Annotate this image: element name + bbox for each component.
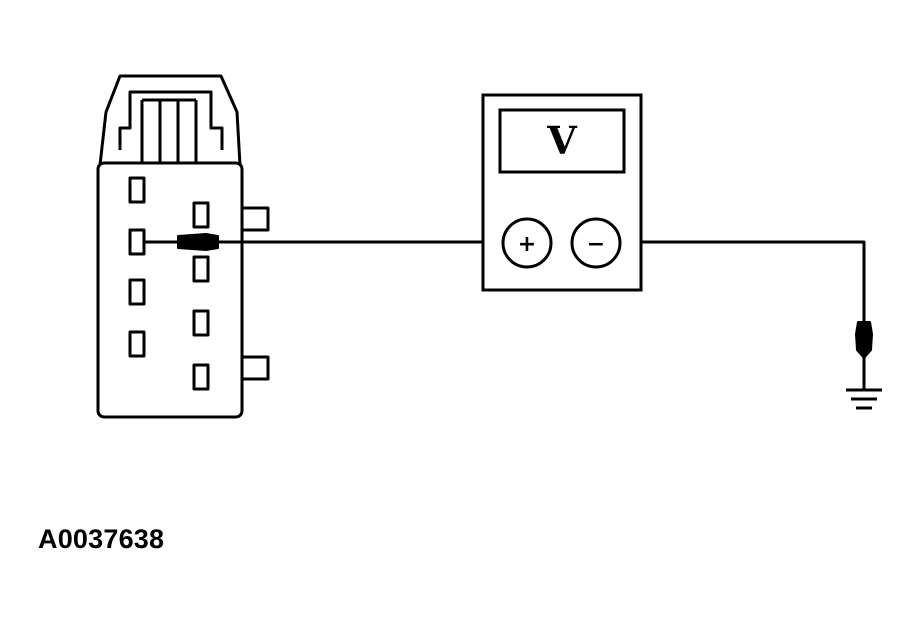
ground-probe-clip xyxy=(855,321,873,359)
connector xyxy=(96,74,270,419)
negative-lead-wire xyxy=(618,240,866,324)
connector-pin xyxy=(192,201,210,229)
connector-pin xyxy=(128,330,146,358)
connector-pin xyxy=(192,255,210,283)
figure-id-label: A0037638 xyxy=(38,524,165,554)
negative-terminal-label: − xyxy=(587,232,605,257)
ground-symbol-icon xyxy=(846,388,882,410)
connector-pin xyxy=(128,278,146,306)
negative-terminal xyxy=(570,217,622,269)
connector-pin xyxy=(128,228,146,256)
multimeter-display-symbol: V xyxy=(546,118,578,163)
connector-tab-upper xyxy=(240,206,270,232)
connector-body xyxy=(96,161,244,419)
connector-latch-inner xyxy=(118,90,224,150)
connector-pin xyxy=(192,309,210,337)
connector-pin xyxy=(192,363,210,391)
connector-latch xyxy=(98,74,242,167)
positive-terminal xyxy=(501,217,553,269)
multimeter: V + − xyxy=(481,93,643,292)
back-probe-tip xyxy=(177,233,219,251)
connector-pin xyxy=(128,176,146,204)
multimeter-display xyxy=(498,108,626,174)
ground-probe xyxy=(855,321,873,359)
connector-latch-ribs xyxy=(140,98,198,162)
back-probe xyxy=(168,233,219,251)
positive-terminal-label: + xyxy=(518,232,536,257)
connector-tab-lower xyxy=(240,355,270,381)
